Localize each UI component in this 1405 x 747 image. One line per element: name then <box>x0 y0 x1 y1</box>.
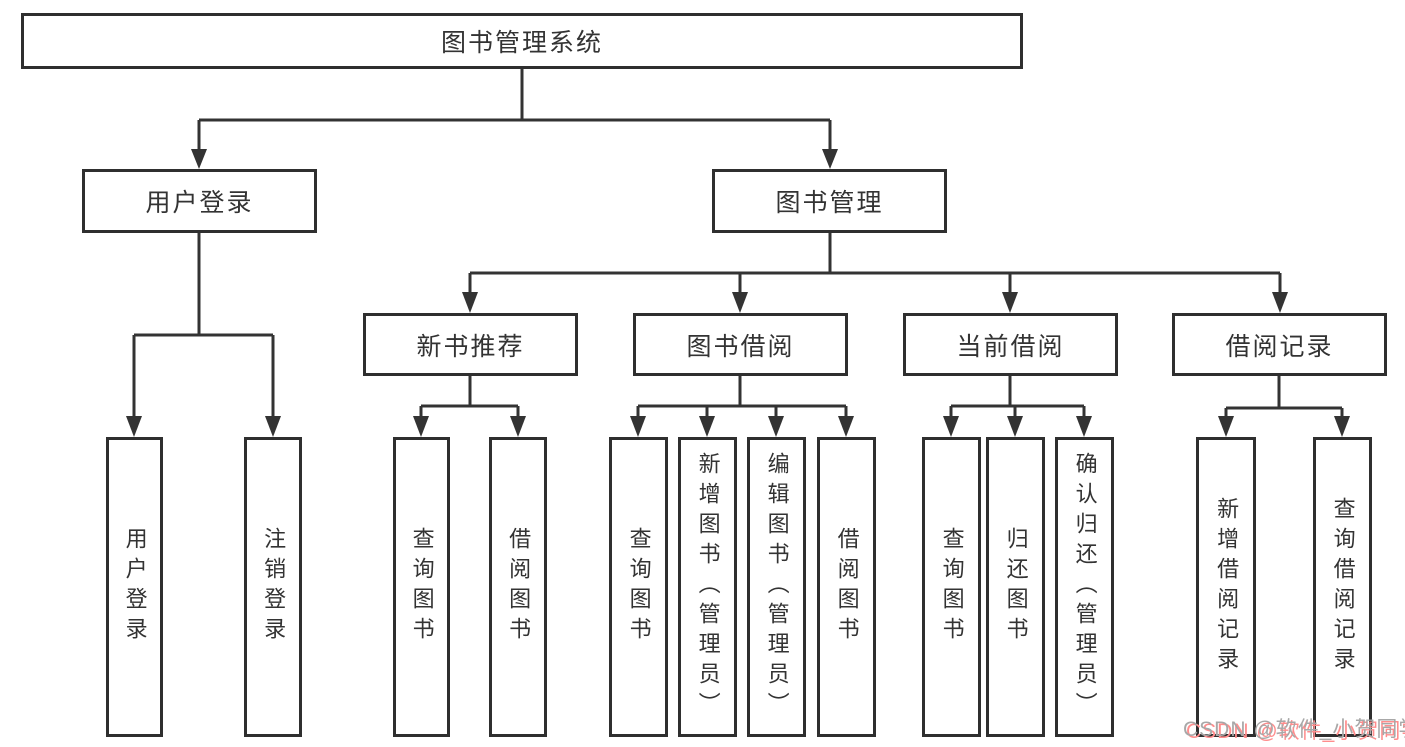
connector-book-borrow-to-leaves <box>630 376 854 437</box>
leaf-cb-return-book-label: 归还图书 <box>1003 527 1029 647</box>
leaf-br-query-record: 查询借阅记录 <box>1313 437 1372 737</box>
leaf-logout: 注销登录 <box>244 437 302 737</box>
leaf-bb-borrow-book: 借阅图书 <box>817 437 876 737</box>
csdn-watermark: CSDN @软件_小贺同学 <box>1183 718 1405 741</box>
leaf-br-add-record-label: 新增借阅记录 <box>1214 497 1240 677</box>
leaf-bb-add-book-admin: 新增图书（管理员） <box>678 437 737 737</box>
leaf-bb-edit-book-admin: 编辑图书（管理员） <box>747 437 806 737</box>
leaf-nbr-borrow-book: 借阅图书 <box>489 437 547 737</box>
leaf-cb-return-book: 归还图书 <box>986 437 1045 737</box>
leaf-bb-edit-book-admin-label: 编辑图书（管理员） <box>764 452 790 722</box>
leaf-cb-query-book: 查询图书 <box>922 437 981 737</box>
node-book-management: 图书管理 <box>712 169 947 233</box>
leaf-cb-confirm-return-admin: 确认归还（管理员） <box>1055 437 1114 737</box>
node-book-borrow-label: 图书借阅 <box>686 332 795 361</box>
leaf-cb-query-book-label: 查询图书 <box>939 527 965 647</box>
leaf-bb-add-book-admin-label: 新增图书（管理员） <box>695 452 721 722</box>
connector-root-to-level2 <box>191 69 838 169</box>
node-user-login: 用户登录 <box>82 169 317 233</box>
leaf-bb-query-book: 查询图书 <box>609 437 668 737</box>
connector-borrow-records-to-leaves <box>1218 376 1350 437</box>
node-book-management-label: 图书管理 <box>775 189 884 217</box>
node-borrow-records-label: 借阅记录 <box>1225 332 1334 361</box>
node-book-borrow: 图书借阅 <box>633 313 848 376</box>
node-borrow-records: 借阅记录 <box>1172 313 1387 376</box>
node-new-book-recommend-label: 新书推荐 <box>416 332 525 361</box>
leaf-cb-confirm-return-admin-label: 确认归还（管理员） <box>1072 452 1098 722</box>
node-new-book-recommend: 新书推荐 <box>363 313 578 376</box>
leaf-user-login-label: 用户登录 <box>122 527 148 647</box>
node-current-borrow: 当前借阅 <box>903 313 1118 376</box>
leaf-bb-query-book-label: 查询图书 <box>626 527 652 647</box>
leaf-nbr-query-book-label: 查询图书 <box>409 527 435 647</box>
connector-new-book-recommend-to-leaves <box>413 376 526 437</box>
node-user-login-label: 用户登录 <box>145 189 254 217</box>
connector-user-login-to-leaves <box>126 233 281 437</box>
node-library-system: 图书管理系统 <box>21 13 1023 69</box>
leaf-br-add-record: 新增借阅记录 <box>1196 437 1256 737</box>
leaf-nbr-borrow-book-label: 借阅图书 <box>506 527 532 647</box>
leaf-nbr-query-book: 查询图书 <box>393 437 450 737</box>
node-library-system-label: 图书管理系统 <box>440 29 603 57</box>
connector-current-borrow-to-leaves <box>943 376 1092 437</box>
leaf-br-query-record-label: 查询借阅记录 <box>1330 497 1356 677</box>
connector-book-management-to-level3 <box>462 233 1288 313</box>
leaf-logout-label: 注销登录 <box>261 527 287 647</box>
leaf-bb-borrow-book-label: 借阅图书 <box>834 527 860 647</box>
leaf-user-login: 用户登录 <box>106 437 163 737</box>
node-current-borrow-label: 当前借阅 <box>956 332 1065 361</box>
